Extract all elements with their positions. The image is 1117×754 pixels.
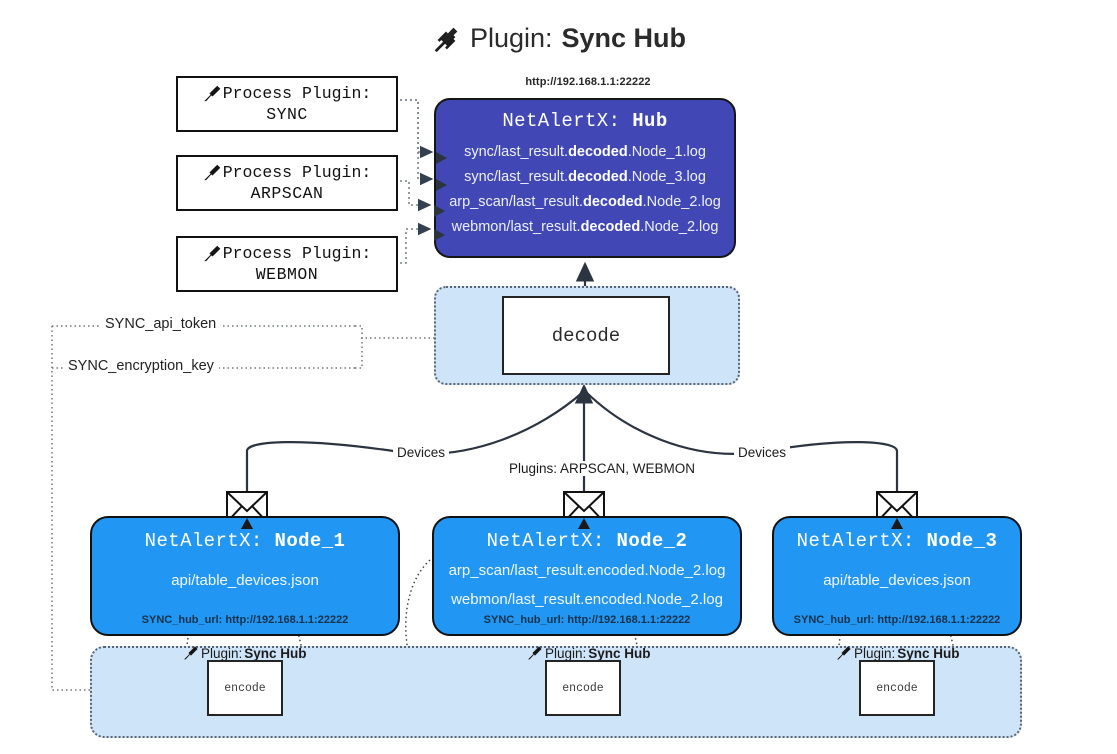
hub-log-mid: decoded [568, 169, 628, 185]
node-log-mid: encoded [586, 562, 645, 579]
hub-log-pre: webmon/last_result. [451, 219, 581, 235]
hub-log-post: .Node_2.log [642, 194, 721, 210]
hub-title: NetAlertX: Hub [502, 110, 667, 132]
node-title-name: Node_2 [616, 530, 688, 552]
hub-log-pre: arp_scan/last_result. [449, 194, 583, 210]
edge-label-devices-right: Devices [734, 445, 791, 460]
node-title: NetAlertX: Node_2 [487, 530, 688, 552]
hub-url-label: http://192.168.1.1:22222 [525, 76, 651, 88]
hub-log-pre: sync/last_result. [464, 144, 569, 160]
node-title-prefix: NetAlertX: [796, 530, 915, 552]
encode-box-3[interactable]: encode [859, 660, 935, 716]
page-title-prefix: Plugin: [469, 23, 553, 53]
hub-box[interactable]: NetAlertX: Hub sync/last_result.decoded.… [434, 98, 736, 258]
sync-encryption-key-label: SYNC_encryption_key [63, 358, 219, 374]
plug-icon [203, 244, 222, 263]
page-title: Plugin: Sync Hub [0, 16, 1117, 60]
page-title-name: Sync Hub [561, 23, 687, 53]
node-footer-hub-url: SYNC_hub_url: http://192.168.1.1:22222 [483, 614, 691, 626]
process-plugin-box-arpscan[interactable]: Process Plugin: ARPSCAN [176, 155, 398, 211]
node-log-line: api/table_devices.json [823, 566, 971, 595]
node-log-pre: webmon/last_result. [451, 591, 585, 608]
hub-log-post: .Node_1.log [627, 144, 706, 160]
node-log-post: .Node_2.log [644, 562, 726, 579]
plug-icon [203, 163, 222, 182]
process-plugin-label-line1: Process Plugin: [222, 163, 372, 182]
hub-log-line: sync/last_result.decoded.Node_1.log [464, 140, 706, 165]
node-footer-hub-url: SYNC_hub_url: http://192.168.1.1:22222 [793, 614, 1001, 626]
hub-title-name: Hub [632, 110, 668, 132]
edge-label-devices-left: Devices [393, 445, 450, 460]
node-log-mid: encoded [584, 591, 643, 608]
process-plugin-label-line1: Process Plugin: [222, 244, 372, 263]
node-box-node-2[interactable]: NetAlertX: Node_2 arp_scan/last_result.e… [432, 516, 742, 636]
encoder-plugin-prefix: Plugin: [201, 645, 243, 661]
encoder-plugin-label-1: Plugin: Sync Hub [183, 645, 307, 661]
hub-log-mid: decoded [580, 219, 641, 235]
node-title-prefix: NetAlertX: [486, 530, 605, 552]
plug-icon [527, 645, 543, 661]
hub-log-mid: decoded [582, 194, 643, 210]
process-plugin-box-sync[interactable]: Process Plugin: SYNC [176, 76, 398, 132]
process-plugin-label-line1: Process Plugin: [222, 84, 372, 103]
encoder-plugin-label-2: Plugin: Sync Hub [527, 645, 651, 661]
node-log-line: api/table_devices.json [171, 566, 319, 595]
encoder-plugin-name: Sync Hub [244, 645, 307, 661]
plug-icon [431, 23, 461, 53]
node-log-pre: arp_scan/last_result. [448, 562, 587, 579]
encoder-plugin-name: Sync Hub [588, 645, 651, 661]
hub-log-post: .Node_2.log [640, 219, 719, 235]
node-log-post: .Node_2.log [642, 591, 723, 608]
hub-log-pre: sync/last_result. [464, 169, 569, 185]
encode-box-2[interactable]: encode [545, 660, 621, 716]
encoder-plugin-name: Sync Hub [897, 645, 960, 661]
encoder-plugin-prefix: Plugin: [854, 645, 896, 661]
node-box-node-1[interactable]: NetAlertX: Node_1 api/table_devices.json… [90, 516, 400, 636]
hub-log-post: .Node_3.log [627, 169, 706, 185]
plug-icon [203, 84, 222, 103]
plug-icon [183, 645, 199, 661]
hub-log-line: webmon/last_result.decoded.Node_2.log [452, 215, 719, 240]
decode-box[interactable]: decode [502, 296, 670, 375]
node-log-line: webmon/last_result.encoded.Node_2.log [451, 585, 723, 614]
sync-api-token-label: SYNC_api_token [100, 316, 222, 332]
node-log-line: arp_scan/last_result.encoded.Node_2.log [449, 556, 726, 585]
process-plugin-label-line2: SYNC [266, 105, 308, 124]
process-plugin-box-webmon[interactable]: Process Plugin: WEBMON [176, 236, 398, 292]
hub-log-line: sync/last_result.decoded.Node_3.log [464, 165, 706, 190]
hub-log-line: arp_scan/last_result.decoded.Node_2.log [449, 190, 721, 215]
process-plugin-label-line2: ARPSCAN [250, 184, 324, 203]
node-title-prefix: NetAlertX: [144, 530, 263, 552]
node-log-pre: api/table_devices.json [171, 572, 319, 589]
hub-log-mid: decoded [568, 144, 628, 160]
node-title: NetAlertX: Node_1 [145, 530, 346, 552]
node-title-name: Node_1 [274, 530, 346, 552]
node-title-name: Node_3 [926, 530, 998, 552]
encoder-plugin-label-3: Plugin: Sync Hub [836, 645, 960, 661]
hub-title-prefix: NetAlertX: [502, 110, 621, 132]
plug-icon [836, 645, 852, 661]
process-plugin-label-line2: WEBMON [255, 265, 319, 284]
node-box-node-3[interactable]: NetAlertX: Node_3 api/table_devices.json… [772, 516, 1022, 636]
node-footer-hub-url: SYNC_hub_url: http://192.168.1.1:22222 [141, 614, 349, 626]
node-log-pre: api/table_devices.json [823, 572, 971, 589]
edge-label-plugins: Plugins: ARPSCAN, WEBMON [505, 461, 700, 476]
encode-box-1[interactable]: encode [207, 660, 283, 716]
node-title: NetAlertX: Node_3 [797, 530, 998, 552]
encoder-plugin-prefix: Plugin: [545, 645, 587, 661]
